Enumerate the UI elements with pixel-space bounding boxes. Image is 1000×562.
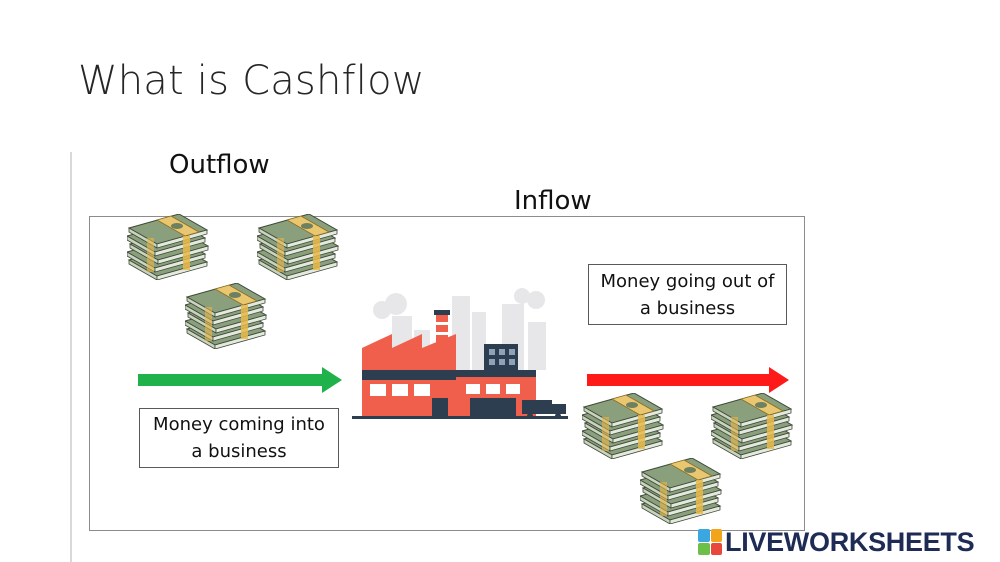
money-stack-icon <box>127 214 209 280</box>
left-divider <box>70 152 72 562</box>
money-out-line-1: Money going out of <box>600 270 775 292</box>
liveworksheets-wordmark: LIVEWORKSHEETS <box>725 526 975 557</box>
money-in-line-2: a business <box>191 441 287 462</box>
slide-title: What is Cashflow <box>78 58 425 104</box>
money-stack-icon <box>257 214 339 280</box>
money-in-box: Money coming into a business <box>139 408 339 468</box>
liveworksheets-logo: LIVEWORKSHEETS <box>698 526 975 557</box>
inflow-heading: Inflow <box>512 186 594 216</box>
money-stack-icon <box>711 393 793 459</box>
money-in-line-1: Money coming into <box>153 414 325 435</box>
money-out-box: Money going out of a business <box>588 264 787 325</box>
money-stack-icon <box>582 393 664 459</box>
money-stack-icon <box>640 458 722 524</box>
outflow-heading: Outflow <box>169 150 270 180</box>
money-out-line-2: a business <box>639 297 736 319</box>
liveworksheets-badge-icon <box>698 529 722 555</box>
outflow-arrow <box>587 367 789 393</box>
money-stack-icon <box>185 283 267 349</box>
factory-icon <box>352 288 568 419</box>
inflow-arrow <box>138 367 342 393</box>
